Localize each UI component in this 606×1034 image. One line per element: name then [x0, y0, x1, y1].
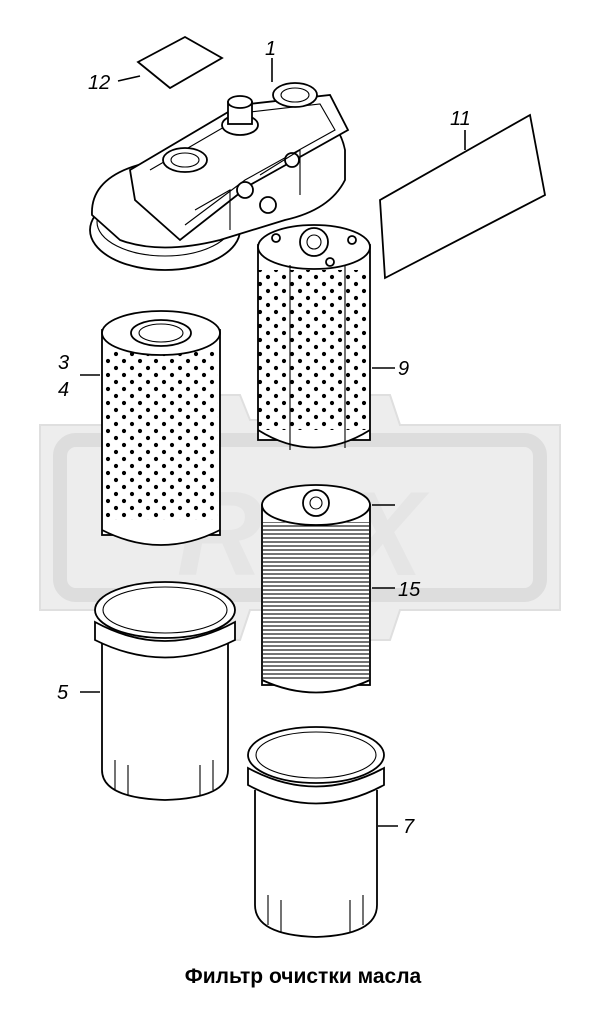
part-9-center-tube: [257, 224, 395, 450]
part-11-label-plate: [379, 113, 547, 280]
part-3-4-filter-element: [80, 310, 221, 546]
part-7-filter-cup: [247, 726, 398, 938]
callout-1: 1: [265, 38, 276, 60]
part-12-label-plate: [117, 35, 224, 90]
callout-4: 4: [58, 379, 69, 401]
callout-7: 7: [403, 816, 415, 838]
part-1-housing-cover: [89, 58, 350, 271]
diagram-caption: Фильтр очистки масла: [184, 965, 422, 988]
callout-3: 3: [58, 352, 69, 374]
callout-11: 11: [450, 108, 471, 130]
callout-5: 5: [57, 682, 69, 704]
part-5-filter-cup: [80, 581, 236, 801]
part-15-pleated-element: [261, 484, 395, 694]
callout-12: 12: [88, 72, 110, 94]
callout-9: 9: [398, 358, 409, 380]
callout-15: 15: [398, 579, 421, 601]
